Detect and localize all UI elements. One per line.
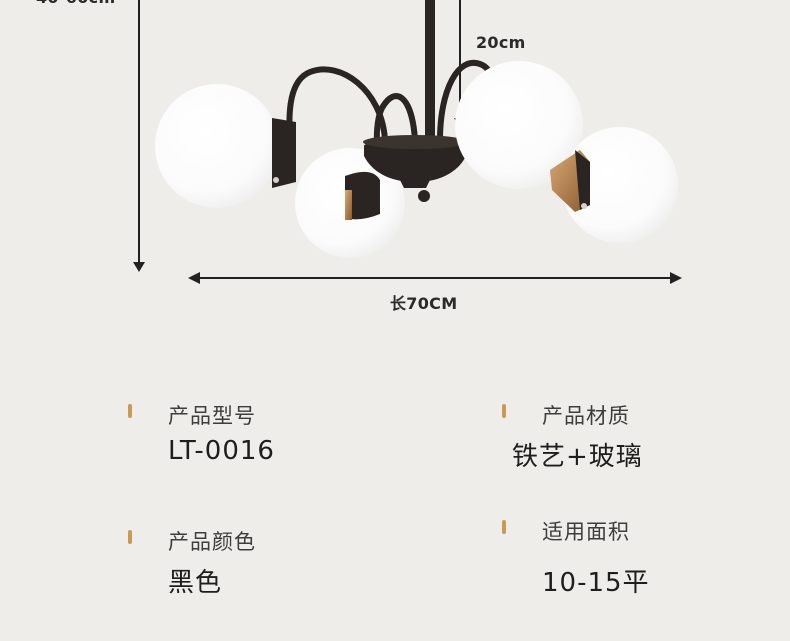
spec-label: 产品材质 (542, 404, 630, 428)
spec-value: 黑色 (168, 568, 223, 598)
glass-globe-far-right (562, 127, 678, 243)
center-rod (425, 0, 435, 145)
chandelier-body (363, 135, 467, 202)
spec-value: LT-0016 (168, 436, 275, 466)
globe-holder-far-left (272, 118, 296, 188)
spec-bullet (128, 404, 132, 418)
spec-label: 产品型号 (168, 404, 256, 428)
height-dimension-line (133, 0, 145, 272)
spec-label: 产品颜色 (168, 530, 256, 554)
spec-label: 适用面积 (542, 520, 630, 544)
length-dimension-label: 长70CM (390, 294, 458, 313)
glass-globe-upper-right (455, 61, 583, 189)
spec-value: 10-15平 (542, 568, 650, 598)
globe-holder-bottom-center (345, 171, 380, 220)
spec-value: 铁艺+玻璃 (512, 442, 643, 472)
length-dimension-line (188, 272, 682, 284)
glass-globe-far-left (155, 84, 279, 208)
spec-bullet (128, 530, 132, 544)
spec-bullet (502, 520, 506, 534)
height-dimension-label: 40-60cm (36, 0, 115, 7)
spec-bullet (502, 404, 506, 418)
globe-dimension-label: 20cm (476, 33, 526, 52)
chandelier-illustration (133, 0, 682, 284)
